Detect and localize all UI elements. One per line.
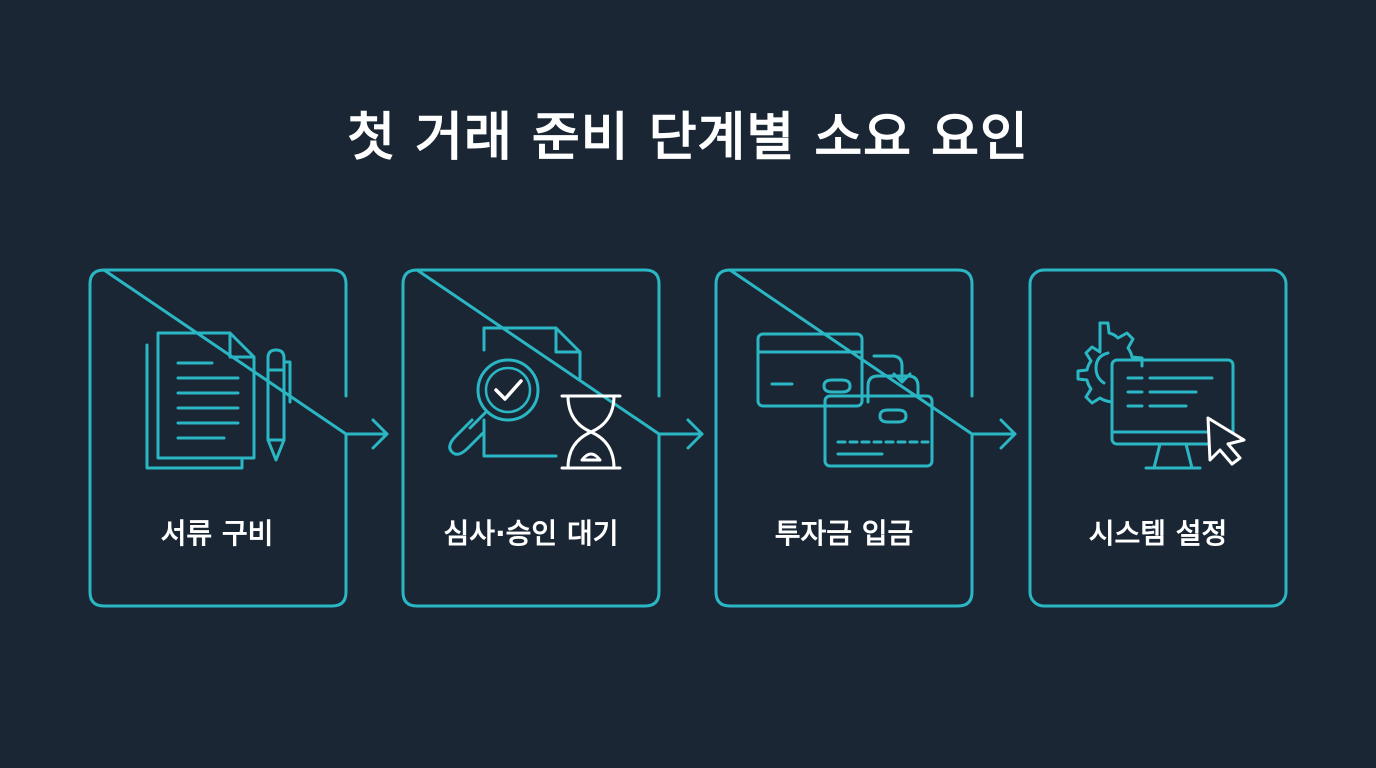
- connector-arrow-1: [344, 418, 389, 450]
- step-label-4: 시스템 설정: [1088, 517, 1228, 550]
- step-box-1: [88, 268, 348, 608]
- page-title: 첫 거래 준비 단계별 소요 요인: [347, 108, 1029, 168]
- document-search-hourglass-icon: [448, 326, 622, 470]
- step-box-2: [401, 268, 661, 608]
- document-pen-icon: [145, 331, 292, 470]
- step-label-2: 심사·승인 대기: [443, 517, 619, 550]
- connector-arrow-2: [657, 418, 704, 450]
- card-transfer-icon: [756, 332, 934, 468]
- step-box-3: [714, 268, 974, 608]
- step-label-3: 투자금 입금: [774, 517, 914, 550]
- gear-monitor-cursor-icon: [1076, 321, 1246, 470]
- step-box-4: [1028, 268, 1288, 608]
- connector-arrow-3: [970, 418, 1017, 450]
- step-label-1: 서류 구비: [160, 517, 274, 550]
